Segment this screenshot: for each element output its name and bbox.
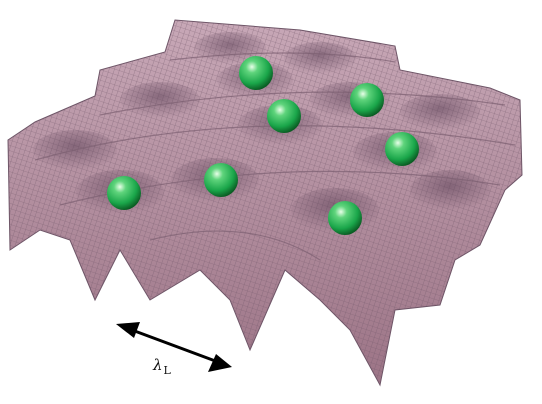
atom — [239, 56, 273, 90]
lattice-spacing-label: λL — [153, 356, 171, 377]
lattice-spacing-arrow — [116, 322, 232, 372]
lambda-symbol: λ — [153, 356, 163, 374]
atom — [385, 132, 419, 166]
atom — [267, 99, 301, 133]
atom — [107, 176, 141, 210]
atom — [204, 163, 238, 197]
lambda-subscript: L — [163, 364, 171, 377]
atom — [328, 201, 362, 235]
atoms — [107, 56, 419, 235]
atom — [350, 83, 384, 117]
